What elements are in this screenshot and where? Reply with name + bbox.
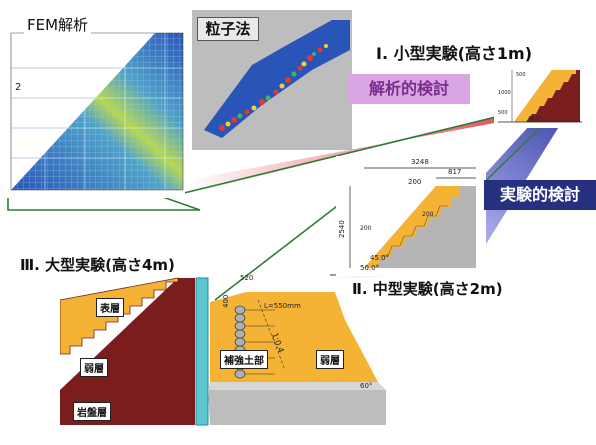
large-soil-left [60, 278, 178, 354]
medium-experiment-title: Ⅱ. 中型実験(高さ2m) [352, 280, 503, 298]
particle-slope [204, 20, 350, 138]
large-dim-left: 400 [222, 295, 230, 308]
medium-experiment-figure: 3248 817 200 2540 200 200 45.0° 50.0° [336, 156, 486, 276]
small-dim-left: 1000 [498, 90, 511, 96]
small-angle: 45.0° [528, 116, 542, 122]
large-bedrock [60, 278, 195, 425]
medium-angle-inner: 45.0° [370, 254, 389, 262]
medium-dim-height: 2540 [338, 220, 346, 238]
experiment-badge: 実験的検討 [484, 180, 596, 210]
small-experiment-title: Ⅰ. 小型実験(高さ1m) [376, 44, 533, 63]
medium-angle-outer: 50.0° [360, 264, 379, 272]
small-experiment-figure: 1000 500 500 45.0° [494, 64, 582, 128]
medium-dim-top: 200 [408, 178, 421, 186]
large-length: L=550mm [264, 302, 301, 310]
medium-dim-mid: 200 [422, 211, 434, 218]
medium-dim-left: 200 [360, 225, 372, 232]
medium-dim-width: 3248 [411, 158, 429, 166]
large-dim-top: 520 [240, 274, 253, 282]
weak-layer-right-tag: 弱層 [316, 350, 344, 369]
medium-dim-right: 817 [448, 168, 461, 176]
teal-wall [195, 277, 209, 426]
fem-analysis-label: FEM解析 [24, 14, 92, 35]
medium-soil [364, 186, 460, 268]
small-soil [514, 70, 576, 122]
reinforced-earth-tag: 補強土部 [220, 350, 268, 369]
large-experiment-title: Ⅲ. 大型実験(高さ4m) [20, 256, 175, 274]
small-dim-top: 500 [516, 72, 526, 78]
large-angle: 60° [360, 382, 372, 390]
analysis-badge: 解析的検討 [348, 74, 470, 104]
layer-surface-tag: 表層 [96, 298, 124, 317]
large-gray-base [208, 390, 386, 425]
small-dim-mid: 500 [498, 110, 508, 116]
layer-bedrock-tag: 岩盤層 [73, 402, 111, 421]
fem-axis-label: 2 [15, 82, 21, 93]
particle-method-label: 粒子法 [197, 17, 259, 41]
layer-weak-tag: 弱層 [80, 358, 108, 377]
fem-mesh-panel: 2 [5, 8, 185, 198]
